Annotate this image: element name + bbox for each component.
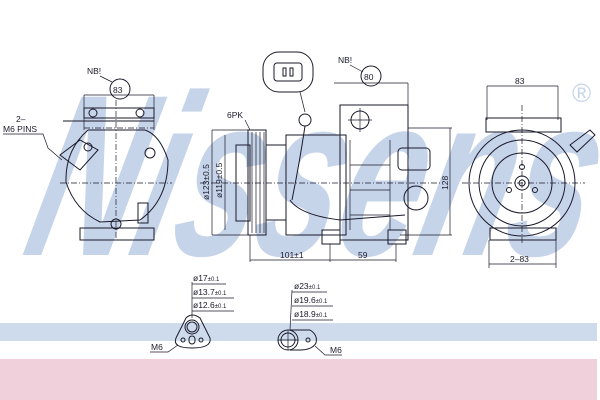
pins-label-count: 2–	[16, 114, 26, 124]
belt-label: 6PK	[227, 110, 243, 120]
flange-right-dim-2: ø19.6±0.1	[294, 295, 328, 305]
pulley-length: 101±1	[280, 250, 304, 260]
dimension-circle	[109, 78, 131, 100]
end-view: 83 2–83	[462, 76, 596, 268]
flange-left-dim-2: ø13.7±0.1	[193, 287, 227, 297]
pink-band	[0, 359, 597, 400]
note-label: NB!	[338, 55, 352, 65]
nissens-watermark: Nissens	[8, 48, 600, 304]
height-dimension: 128	[440, 176, 450, 190]
pins-label: M6 PINS	[3, 124, 37, 134]
flange-right-dim-1: ø23±0.1	[294, 281, 321, 291]
width-dimension: 80	[364, 72, 374, 82]
mount-spacing: 2–83	[510, 254, 529, 264]
front-view: 6PK ø123±0.5 ø119±0.5 NB! 80	[200, 51, 452, 262]
flange-left-thread: M6	[151, 342, 163, 352]
blue-band	[0, 323, 597, 341]
dimension-circle	[360, 65, 382, 87]
watermark-text: Nissens	[8, 48, 600, 304]
registered-mark: ®	[572, 78, 591, 108]
flange-left-dim-1: ø17±0.1	[193, 273, 220, 283]
flange-right-thread: M6	[330, 345, 342, 355]
outer-diameter: ø123±0.5	[201, 164, 211, 200]
note-label: NB!	[87, 66, 101, 76]
width-dimension: 83	[113, 85, 123, 95]
inner-diameter: ø119±0.5	[214, 163, 224, 198]
flange-left: ø17±0.1 ø13.7±0.1 ø12.6±0.1 M6	[150, 273, 234, 353]
flange-left-dim-3: ø12.6±0.1	[193, 300, 227, 310]
mount-length: 59	[358, 250, 368, 260]
end-width: 83	[515, 76, 525, 86]
side-view: NB! 83 2– M6 PINS	[3, 66, 172, 241]
flange-right-dim-3: ø18.9±0.1	[294, 309, 328, 319]
flange-right: ø23±0.1 ø19.6±0.1 ø18.9±0.1 M6	[277, 281, 342, 356]
